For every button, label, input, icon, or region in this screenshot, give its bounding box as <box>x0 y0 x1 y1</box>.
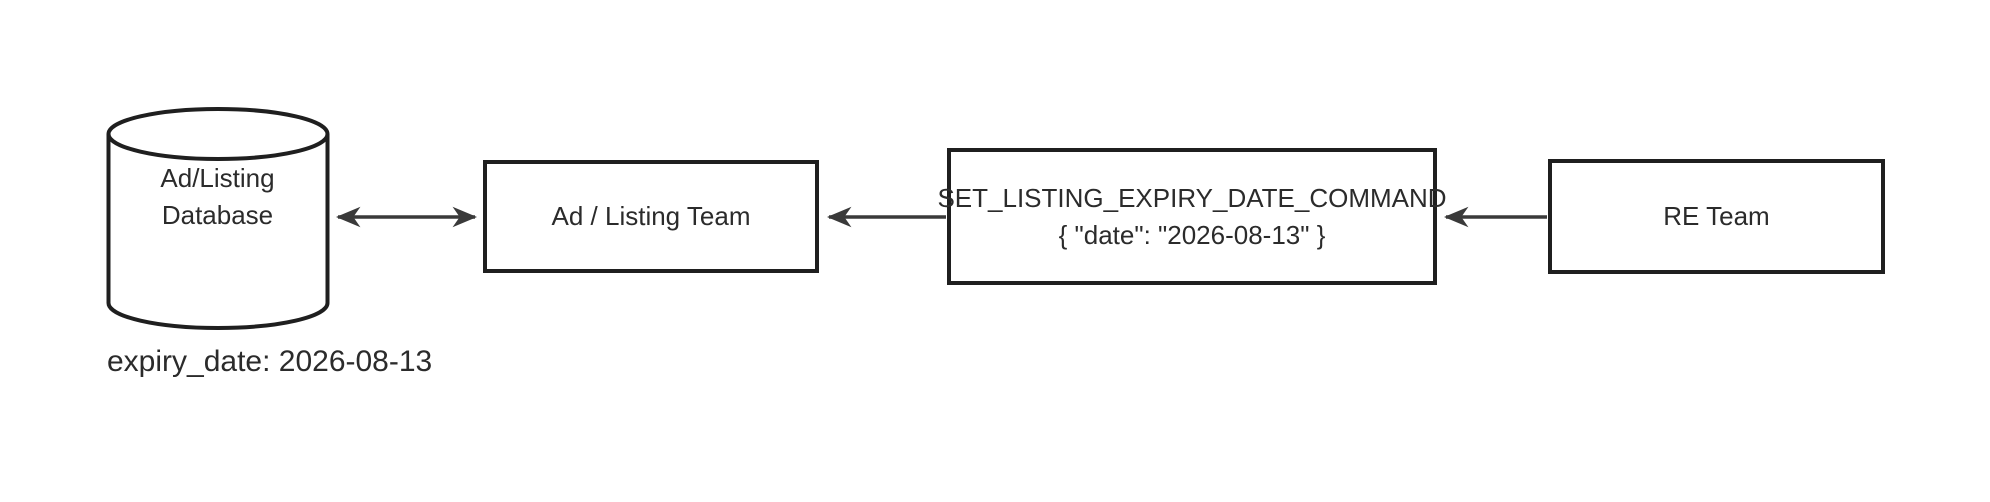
database-cylinder-icon <box>106 107 330 330</box>
command-name-line: SET_LISTING_EXPIRY_DATE_COMMAND <box>937 182 1447 213</box>
command-payload-line: { "date": "2026-08-13" } <box>1058 219 1326 250</box>
re-team-label: RE Team <box>1663 201 1770 231</box>
expiry-date-annotation: expiry_date: 2026-08-13 <box>107 345 433 378</box>
set-expiry-command-node: SET_LISTING_EXPIRY_DATE_COMMAND { "date"… <box>937 148 1447 285</box>
database-label-line2: Database <box>161 200 274 230</box>
database-node-label: Ad/Listing Database <box>108 160 327 234</box>
re-team-node: RE Team <box>1548 159 1885 274</box>
ad-listing-team-node: Ad / Listing Team <box>483 160 819 273</box>
database-label-line1: Ad/Listing <box>160 163 275 193</box>
ad-listing-team-label: Ad / Listing Team <box>551 201 751 231</box>
